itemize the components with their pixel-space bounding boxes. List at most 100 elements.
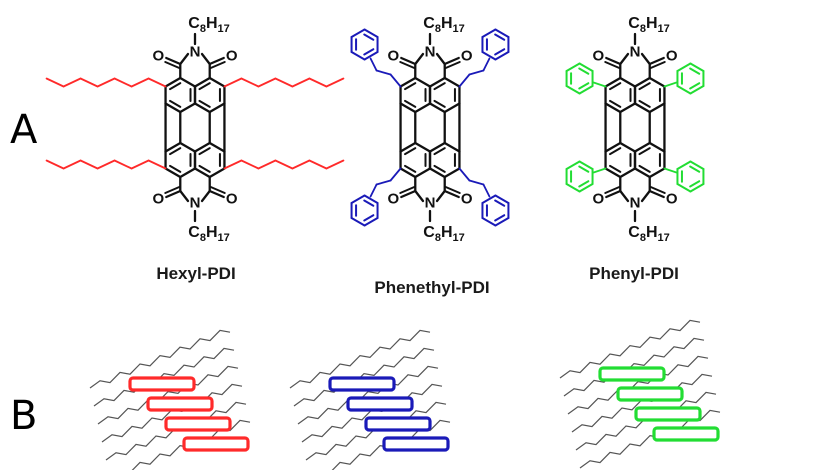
molecule-name-hexyl: Hexyl-PDI [156,264,236,283]
ring-bond [494,194,510,204]
oxygen-atom: O [666,48,678,65]
ring-bond [481,51,497,61]
nitrogen-atom: N [425,195,436,212]
phenyl-link-bond [663,167,678,174]
double-bond [638,147,651,156]
hexyl-chain-bond [130,159,150,170]
core-bond [208,167,226,179]
alkyl-chain-label: C8H17 [423,224,465,244]
ring-bond [689,183,705,193]
chain-label-part: C [628,224,640,241]
core-bond [648,141,666,153]
carbonyl-bond [208,189,225,199]
pdi-core-block [164,416,232,432]
core-bond [648,76,666,88]
oxygen-atom: O [461,191,473,208]
oxygen-atom: O [461,48,473,65]
double-bond [404,164,417,173]
double-bond [198,147,211,156]
chain-label-part: H [646,224,658,241]
double-bond [363,199,375,207]
ethyl-bond [482,57,491,72]
panel-label-a: A [10,107,38,153]
double-bond [638,164,651,173]
double-bond [198,82,211,91]
hexyl-chain-bond [308,159,328,170]
chain-label-part: H [206,15,218,32]
chain-label-part: H [646,15,658,32]
hexyl-chain-bond [130,77,150,88]
core-bond [428,141,446,153]
carbonyl-bond [164,186,181,194]
phenyl-ring [350,194,379,227]
core-bond [619,167,637,179]
imide-bond [435,189,446,203]
ring-bond [689,62,705,72]
carbonyl-bond [165,189,182,199]
core-bond [633,167,651,179]
chain-label-part: C [628,15,640,32]
packing-stack-3 [559,319,721,469]
chain-label-part: 8 [435,232,441,244]
ethyl-bond [468,179,485,186]
hexyl-chain-bond [113,159,133,170]
pdi-core-block [328,376,396,392]
core-bond [193,141,211,153]
ring-bond [578,183,594,193]
ring-bond [494,28,510,38]
alkyl-chain-label: C8H17 [188,15,230,35]
core-bond [179,141,197,153]
core-bond [604,76,622,88]
chain-label-part: 8 [640,23,646,35]
carbonyl-bond [648,56,665,66]
double-bond [404,82,417,91]
hexyl-chain-bond [62,77,82,88]
phenyl-ring [676,62,705,95]
double-bond [433,164,446,173]
hexyl-chain-bond [62,159,82,170]
imide-bond [619,52,630,66]
core-bond [414,76,432,88]
hexyl-chain-bond [223,159,243,170]
core-bond [604,102,622,114]
phenyl-link-bond [663,81,678,88]
ethyl-bond [375,69,392,76]
pdi-core-block [128,376,196,392]
pdi-core-block [598,366,666,382]
side-chain [93,347,235,407]
chain-label-part: H [206,224,218,241]
ring-bond [676,85,692,95]
carbonyl-bond [165,56,182,66]
hexyl-chain-bond [96,77,116,88]
carbonyl-bond [443,189,460,199]
carbonyl-bond [605,189,622,199]
chain-label-part: H [441,224,453,241]
oxygen-atom: O [152,191,164,208]
double-bond [578,180,590,188]
nitrogen-atom: N [425,44,436,61]
carbonyl-bond [400,189,417,199]
ring-bond [494,217,510,227]
core-bond [208,76,226,88]
chain-label-part: C [423,224,435,241]
chain-label-part: C [423,15,435,32]
core-bond [179,102,197,114]
double-bond [689,82,701,90]
core-bond [179,167,197,179]
ring-bond [565,183,581,193]
carbonyl-bond [604,186,621,194]
oxygen-atom: O [226,48,238,65]
carbonyl-bond [444,61,461,69]
alkyl-chain-label: C8H17 [423,15,465,35]
carbonyl-bond [399,186,416,194]
imide-bond [619,189,630,203]
hexyl-chain-bond [308,77,328,88]
double-bond [638,99,651,108]
ring-bond [689,85,705,95]
phenyl-ring [481,28,510,61]
chain-label-part: C [188,224,200,241]
